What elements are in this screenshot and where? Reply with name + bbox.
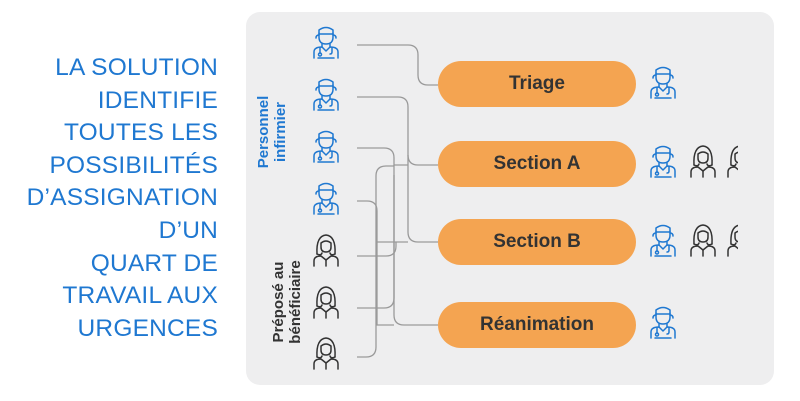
headline-line: IDENTIFIE (97, 86, 218, 114)
headline-line: TRAVAIL AUX (62, 282, 218, 310)
headline-line: URGENCES (77, 314, 218, 342)
nurse-icon (649, 64, 677, 100)
attendants-group-label: Préposé au bénéficiaire (270, 227, 306, 377)
headline: LA SOLUTION IDENTIFIE TOUTES LES POSSIBI… (20, 52, 218, 345)
unit-label: Section A (493, 153, 581, 174)
nurse-icon (312, 180, 340, 216)
unit-section-a: Section A (438, 141, 636, 187)
headline-line: LA SOLUTION (55, 54, 218, 81)
nurses-group-label: Personnel infirmier (255, 72, 291, 192)
unit-triage: Triage (438, 61, 636, 107)
headline-line: QUART DE (90, 249, 218, 277)
headline-line: D’ASSIGNATION (26, 184, 218, 212)
nurse-icon (649, 143, 677, 179)
unit-reanimation: Réanimation (438, 302, 636, 348)
attendant-icon (312, 284, 340, 320)
attendant-icon (726, 222, 738, 258)
headline-line: D’UN (158, 216, 218, 244)
attendant-icon (689, 143, 717, 179)
headline-line: POSSIBILITÉS (49, 151, 218, 179)
nurses-label-line1: Personnel (255, 95, 272, 169)
nurse-icon (649, 304, 677, 340)
unit-label: Section B (493, 231, 581, 252)
unit-label: Réanimation (479, 314, 595, 335)
nurse-icon (649, 222, 677, 258)
unit-section-b: Section B (438, 219, 636, 265)
attendant-icon (312, 232, 340, 268)
attendants-label-line1: Préposé au (270, 261, 287, 343)
attendant-icon (312, 335, 340, 371)
attendant-icon (726, 143, 738, 179)
attendant-icon (689, 222, 717, 258)
nurse-icon (312, 128, 340, 164)
unit-label: Triage (509, 73, 565, 94)
headline-line: TOUTES LES (63, 119, 218, 147)
nurse-icon (312, 24, 340, 60)
attendants-label-line2: bénéficiaire (287, 260, 304, 344)
nurses-label-line2: infirmier (272, 102, 289, 163)
nurse-icon (312, 76, 340, 112)
